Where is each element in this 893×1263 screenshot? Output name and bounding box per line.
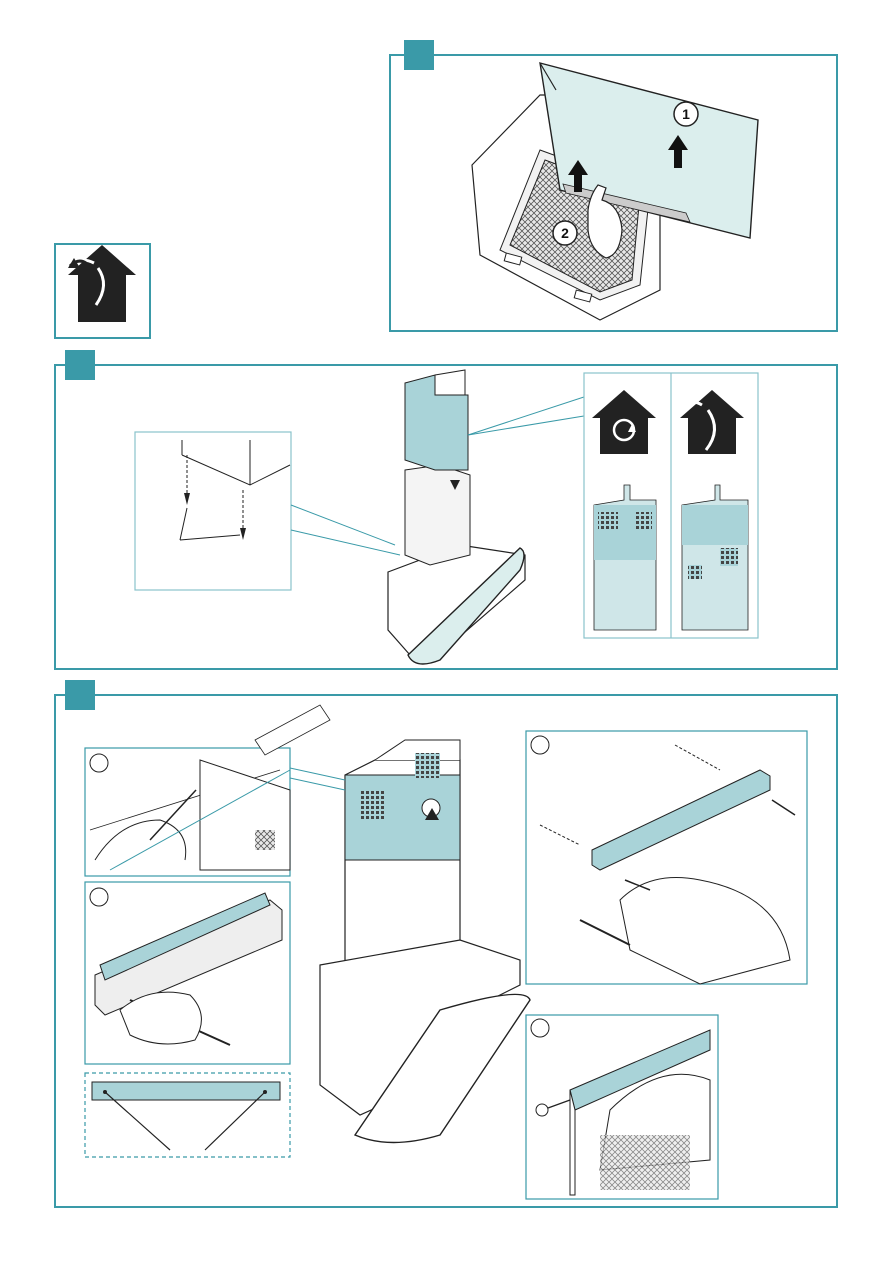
hood-filter-illustration: 1 2 xyxy=(472,63,758,320)
chimney-hood-illustration xyxy=(388,370,590,664)
bracket-on-wall-inset xyxy=(85,882,290,1064)
svg-text:2: 2 xyxy=(561,225,569,241)
screw-detail-inset xyxy=(135,432,400,590)
bracket-detail-inset xyxy=(85,1073,290,1157)
drill-bracket-inset xyxy=(526,731,807,984)
house-ducted-icon xyxy=(68,245,136,322)
chimney-fix-inset xyxy=(526,1015,718,1199)
svg-text:1: 1 xyxy=(682,106,690,122)
chimney-variants xyxy=(584,373,758,638)
hood-with-chimney-illustration xyxy=(255,705,530,1143)
mark-wall-inset xyxy=(85,748,290,876)
